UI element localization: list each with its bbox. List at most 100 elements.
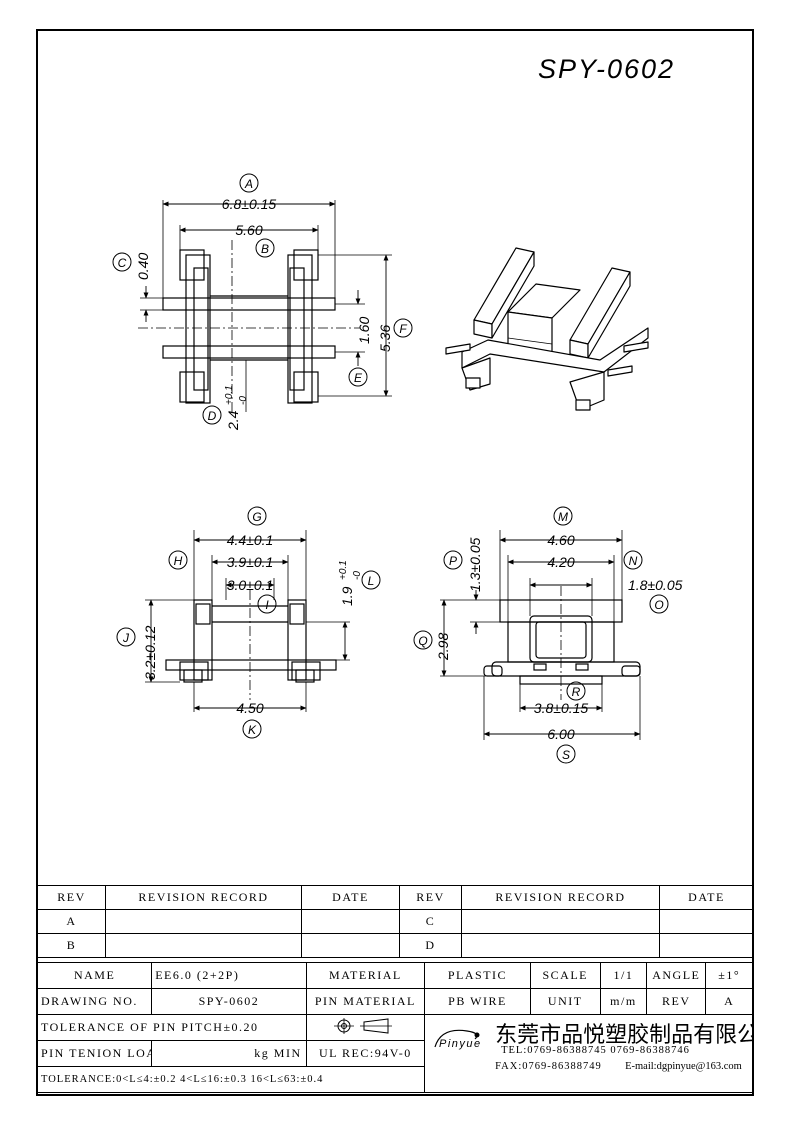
dim-a: 6.8±0.15 — [222, 196, 277, 212]
rev-row-a: A — [37, 909, 106, 934]
pinyue-logo-icon: Pinyue — [434, 1029, 482, 1050]
pin-tension-label: PIN TENION LOAD — [36, 1040, 153, 1067]
scale-label: SCALE — [529, 962, 601, 989]
company-email: E-mail:dgpinyue@163.com — [625, 1061, 742, 1072]
angle-value: ±1° — [705, 962, 753, 989]
revision-cell — [105, 933, 302, 958]
label-s: S — [562, 748, 570, 762]
dim-d: 2.4 — [225, 410, 241, 431]
date-cell — [659, 933, 754, 958]
date-cell — [301, 933, 400, 958]
title-block: REV REVISION RECORD DATE REV REVISION RE… — [36, 885, 754, 1093]
rev-header: REV — [37, 885, 106, 910]
dim-l: 1.9 — [339, 586, 355, 606]
angle-label: ANGLE — [646, 962, 707, 989]
date-header-right: DATE — [659, 885, 754, 910]
label-j: J — [122, 631, 130, 645]
label-d: D — [208, 409, 217, 423]
company-name: 东莞市品悦塑胶制品有限公司 — [495, 1023, 751, 1048]
side-view-labels: M 4.60 P 1.3±0.05 4.20 N 1.8±0.05 O Q 2.… — [413, 506, 683, 764]
label-p: P — [449, 554, 457, 568]
rev-label: REV — [646, 988, 707, 1015]
dim-n: 4.20 — [547, 554, 574, 570]
drawing-no-label: DRAWING NO. — [36, 988, 153, 1015]
dim-d-tol-plus: +0.1 — [224, 385, 235, 405]
dim-o: 1.8±0.05 — [628, 577, 683, 593]
tolerance-line: TOLERANCE:0<L≤4:±0.2 4<L≤16:±0.3 16<L≤63… — [36, 1066, 426, 1093]
name-label: NAME — [36, 962, 153, 989]
date-cell — [301, 909, 400, 934]
revision-cell — [105, 909, 302, 934]
label-g: G — [252, 510, 261, 524]
front-view — [145, 530, 350, 712]
dim-r: 3.8±0.15 — [534, 700, 589, 716]
dim-l-tol-plus: +0.1 — [338, 560, 349, 580]
top-view — [138, 200, 392, 412]
rev-value: A — [705, 988, 753, 1015]
label-c: C — [118, 256, 127, 270]
revision-record-header-right: REVISION RECORD — [461, 885, 660, 910]
label-q: Q — [418, 634, 427, 648]
rev-row-b: B — [37, 933, 106, 958]
dim-s: 6.00 — [547, 726, 574, 742]
dim-l-tol-minus: -0 — [352, 571, 363, 580]
dim-h: 3.9±0.1 — [227, 554, 274, 570]
pin-material-label: PIN MATERIAL — [305, 988, 426, 1015]
label-m: M — [558, 510, 568, 524]
label-l: L — [368, 574, 375, 588]
dim-j: 3.2±0.12 — [142, 625, 158, 680]
revision-cell — [461, 909, 660, 934]
sheet-border — [36, 29, 754, 1096]
dim-i: 3.0±0.1 — [227, 577, 274, 593]
unit-value: m/m — [599, 988, 648, 1015]
unit-label: UNIT — [529, 988, 601, 1015]
dim-d-tol-minus: -0 — [238, 396, 249, 405]
label-r: R — [572, 685, 581, 699]
label-f: F — [399, 322, 407, 336]
material-value: PLASTIC — [424, 962, 531, 989]
rev-header-right: REV — [399, 885, 462, 910]
date-cell — [659, 909, 754, 934]
symbol-cell — [305, 1014, 426, 1041]
date-header: DATE — [301, 885, 400, 910]
title-table: NAME EE6.0 (2+2P) MATERIAL PLASTIC SCALE… — [36, 962, 753, 1093]
top-view-labels: A 6.8±0.15 5.60 B C 0.40 1.60 5.36 F E D… — [112, 173, 413, 431]
material-label: MATERIAL — [305, 962, 426, 989]
label-k: K — [248, 723, 257, 737]
name-value: EE6.0 (2+2P) — [151, 962, 307, 989]
dim-p: 1.3±0.05 — [467, 537, 483, 592]
company-tel: TEL:0769-86388745 0769-86388746 — [501, 1045, 690, 1056]
revision-record-header: REVISION RECORD — [105, 885, 302, 910]
scale-value: 1/1 — [599, 962, 648, 989]
projection-symbol-icon — [334, 1017, 393, 1034]
ul-rec: UL REC:94V-0 — [305, 1040, 426, 1067]
logo-text: Pinyue — [439, 1038, 482, 1050]
dim-c: 0.40 — [135, 253, 151, 280]
revision-table: REV REVISION RECORD DATE REV REVISION RE… — [37, 885, 754, 958]
pin-tension-unit: kg MIN — [151, 1040, 307, 1067]
label-o: O — [654, 598, 663, 612]
pin-material-value: PB WIRE — [424, 988, 531, 1015]
label-n: N — [629, 554, 638, 568]
tolerance-pitch: TOLERANCE OF PIN PITCH±0.20 — [37, 1014, 307, 1041]
label-a: A — [244, 177, 253, 191]
label-e: E — [354, 371, 363, 385]
dim-k: 4.50 — [236, 700, 263, 716]
company-fax: FAX:0769-86388749 — [495, 1061, 602, 1072]
side-view — [440, 530, 641, 740]
rev-row-d: D — [399, 933, 462, 958]
dim-f: 5.36 — [377, 325, 393, 352]
rev-row-c: C — [399, 909, 462, 934]
dim-b: 5.60 — [235, 222, 262, 238]
isometric-view — [445, 247, 649, 411]
label-b: B — [261, 242, 269, 256]
drawing-no-value: SPY-0602 — [151, 988, 307, 1015]
dim-e: 1.60 — [356, 317, 372, 344]
company-cell: Pinyue 东莞市品悦塑胶制品有限公司 TEL:0769-86388745 0… — [424, 1014, 753, 1093]
dim-q: 2.98 — [435, 633, 451, 661]
revision-cell — [461, 933, 660, 958]
front-view-labels: G 4.4±0.1 H 3.9±0.1 3.0±0.1 I L 1.9 +0.1… — [116, 506, 381, 739]
drawing-number-title: SPY-0602 — [538, 54, 675, 84]
label-i: I — [265, 598, 269, 612]
